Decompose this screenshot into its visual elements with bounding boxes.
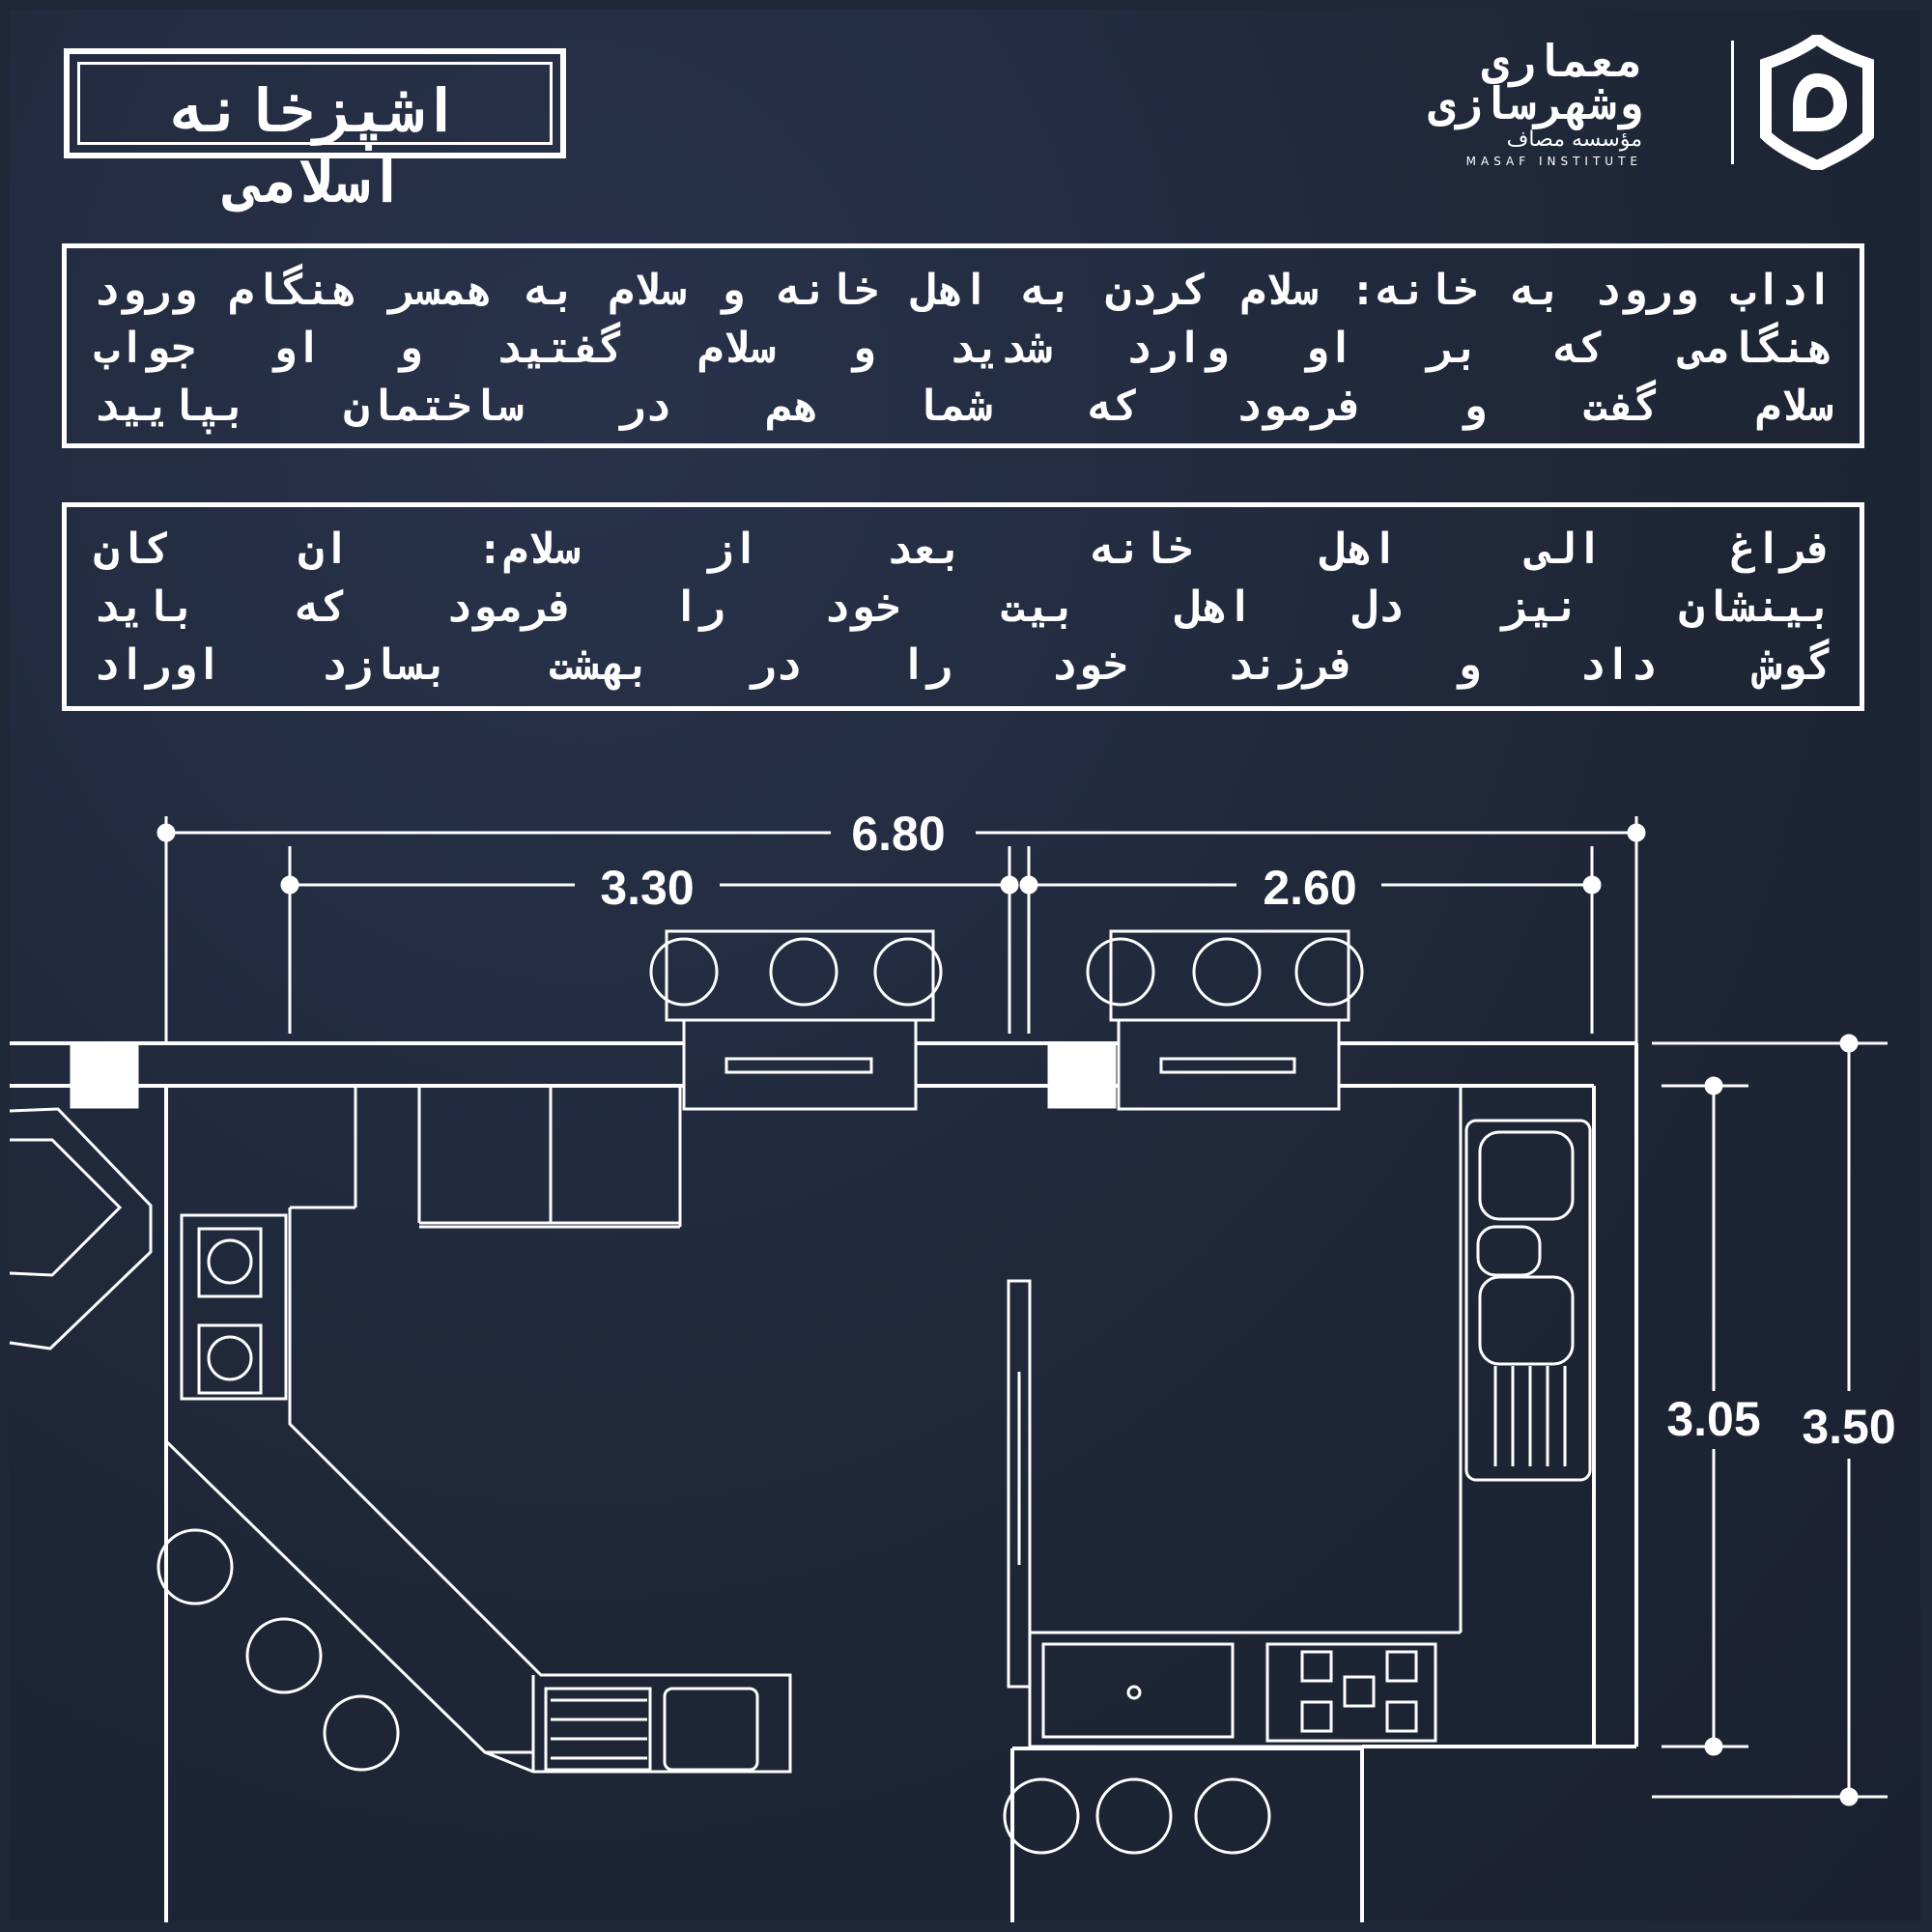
dimension-inner-height: [1662, 1076, 1748, 1756]
angled-counter: [164, 1227, 792, 1774]
flower-plants-bottom: [1003, 1777, 1271, 1855]
upper-cabinets: [164, 1086, 682, 1401]
blueprint-background: [10, 10, 1920, 1920]
logo-mark-icon: [1760, 35, 1874, 170]
window-left: [665, 929, 935, 1111]
logo-subtitle: مؤسسه مصاف: [1506, 128, 1642, 152]
window-right: [1109, 929, 1350, 1111]
text-block-2: فراغ الی اهل خانه بعد از سلام: ان کان بی…: [62, 502, 1864, 711]
right-counter: [1028, 1086, 1594, 1748]
text-block-2-line-3: گوش داد و فرزند خود را در بهشت بسازد اور…: [94, 640, 1833, 690]
logo-line-1: معماری: [1481, 35, 1642, 87]
dimension-right-width: [1019, 846, 1602, 1034]
flower-plants-top: [649, 937, 1364, 1007]
dimension-total-width: [156, 816, 1646, 1043]
text-block-1-line-1: اداب ورود به خانه: سلام کردن به اهل خانه…: [94, 266, 1833, 315]
dimension-outer-height: [1652, 1034, 1888, 1806]
title-frame: اشپزخانه اسلامی: [64, 48, 566, 216]
text-block-2-line-2: بینشان نیز دل اهل بیت خود را فرمود که با…: [94, 582, 1833, 632]
sink-left: [544, 1687, 759, 1772]
logo-line-2: وشهرسازی: [1428, 77, 1642, 129]
sink-right: [1464, 1119, 1592, 1482]
label-right-width: 2.60: [1263, 861, 1356, 915]
armchair: [9, 1107, 153, 1350]
logo-divider: [1731, 41, 1734, 164]
bottom-sink: [1041, 1642, 1235, 1739]
dimension-left-width: [280, 846, 1019, 1034]
column-left: [70, 1043, 139, 1109]
label-inner-height: 3.05: [1666, 1392, 1760, 1446]
label-total-width: 6.80: [851, 807, 945, 861]
label-outer-height: 3.50: [1802, 1400, 1895, 1454]
text-block-2-line-1: فراغ الی اهل خانه بعد از سلام: ان کان: [94, 525, 1833, 574]
cooktop-left: [180, 1213, 288, 1401]
column-center: [1047, 1043, 1117, 1109]
label-left-width: 3.30: [600, 861, 694, 915]
partition-wall: [1007, 1279, 1032, 1689]
exterior-walls: [10, 1041, 1638, 1922]
text-block-1: اداب ورود به خانه: سلام کردن به اهل خانه…: [62, 243, 1864, 448]
cooktop-right: [1265, 1642, 1437, 1743]
text-block-1-line-3: سلام گفت و فرمود که شما هم در ساختمان بپ…: [94, 382, 1833, 431]
text-block-1-line-2: هنگامی که بر او وارد شدید و سلام گفتید و…: [94, 324, 1833, 373]
institute-logo: معماری وشهرسازی مؤسسه مصاف MASAF INSTITU…: [1428, 35, 1874, 170]
bar-stools: [156, 1528, 400, 1772]
logo-english: MASAF INSTITUTE: [1465, 155, 1642, 168]
